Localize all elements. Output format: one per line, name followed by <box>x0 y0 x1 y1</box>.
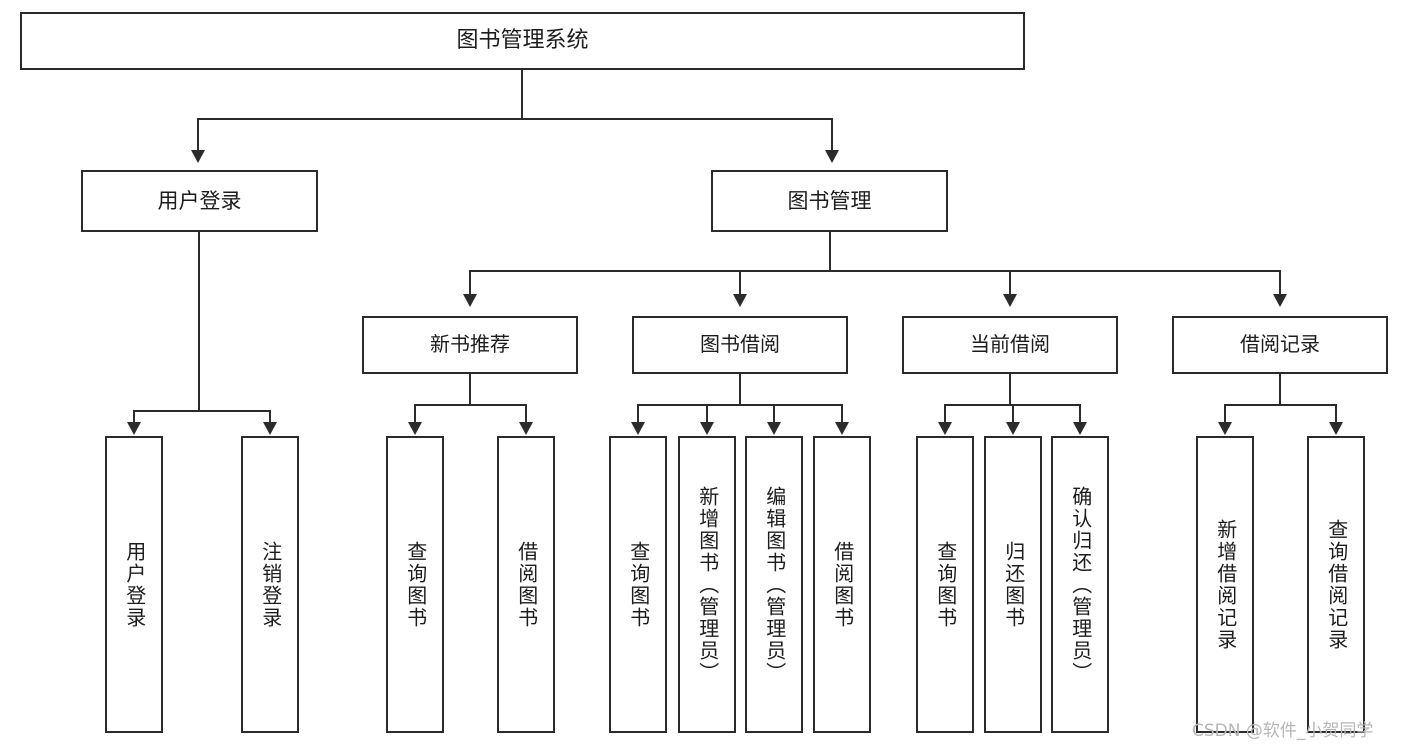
edge-book-management-stem <box>829 232 831 272</box>
node-new-book-recommend[interactable]: 新书推荐 <box>362 316 578 374</box>
leaf-current-borrow-confirm-return-admin[interactable]: 确认归还（管理员） <box>1051 436 1109 733</box>
edge-root-to-book-management <box>831 118 833 151</box>
leaf-current-borrow-return-book[interactable]: 归还图书 <box>984 436 1042 733</box>
node-label: 查询图书 <box>933 540 958 629</box>
arrow-to-book-management-icon <box>825 150 839 163</box>
edge-new-book-recommend-bus <box>414 404 527 406</box>
edge-user-login-drop-2 <box>269 410 271 424</box>
edge-root-bus <box>197 118 833 120</box>
leaf-user-login-logout[interactable]: 注销登录 <box>241 436 299 733</box>
arrow-br-leaf2-icon <box>1329 422 1343 435</box>
node-label: 查询借阅记录 <box>1324 518 1349 651</box>
arrow-user-login-leaf1-icon <box>127 422 141 435</box>
node-label: 注销登录 <box>258 540 283 629</box>
edge-root-stem <box>521 70 523 118</box>
leaf-book-borrow-query-book[interactable]: 查询图书 <box>609 436 667 733</box>
edge-borrow-record-bus <box>1224 404 1337 406</box>
node-book-borrow[interactable]: 图书借阅 <box>632 316 848 374</box>
edge-bb-drop-1 <box>637 404 639 424</box>
node-label: 查询图书 <box>626 540 651 629</box>
arrow-to-book-borrow-icon <box>733 294 747 307</box>
arrow-cb-leaf2-icon <box>1006 422 1020 435</box>
node-current-borrow[interactable]: 当前借阅 <box>902 316 1118 374</box>
arrow-bb-leaf1-icon <box>631 422 645 435</box>
leaf-book-borrow-borrow-book[interactable]: 借阅图书 <box>813 436 871 733</box>
arrow-bb-leaf3-icon <box>767 422 781 435</box>
edge-book-management-bus <box>469 270 1281 272</box>
edge-cb-drop-3 <box>1079 404 1081 424</box>
arrow-to-user-login-icon <box>191 150 205 163</box>
arrow-nbr-leaf1-icon <box>408 422 422 435</box>
node-label: 新增借阅记录 <box>1213 518 1238 651</box>
node-label: 用户登录 <box>122 540 147 629</box>
edge-book-borrow-stem <box>739 374 741 406</box>
arrow-bb-leaf2-icon <box>700 422 714 435</box>
node-root-book-management-system[interactable]: 图书管理系统 <box>20 12 1025 70</box>
edge-bb-drop-4 <box>841 404 843 424</box>
node-label: 用户登录 <box>157 188 242 213</box>
node-label: 新增图书（管理员） <box>695 485 720 684</box>
edge-user-login-stem <box>198 232 200 412</box>
node-label: 图书借阅 <box>700 332 780 357</box>
edge-to-current-borrow <box>1009 270 1011 296</box>
edge-root-to-user-login <box>197 118 199 151</box>
node-user-login[interactable]: 用户登录 <box>81 170 318 232</box>
leaf-borrow-record-query-record[interactable]: 查询借阅记录 <box>1307 436 1365 733</box>
leaf-borrow-record-add-record[interactable]: 新增借阅记录 <box>1196 436 1254 733</box>
leaf-new-book-recommend-borrow-book[interactable]: 借阅图书 <box>497 436 555 733</box>
edge-new-book-recommend-stem <box>469 374 471 406</box>
edge-user-login-drop-1 <box>133 410 135 424</box>
leaf-user-login-login[interactable]: 用户登录 <box>105 436 163 733</box>
edge-cb-drop-1 <box>944 404 946 424</box>
node-label: 借阅记录 <box>1240 332 1320 357</box>
edge-nbr-drop-1 <box>414 404 416 424</box>
edge-book-borrow-bus <box>637 404 842 406</box>
arrow-cb-leaf3-icon <box>1073 422 1087 435</box>
edge-br-drop-2 <box>1335 404 1337 424</box>
node-label: 确认归还（管理员） <box>1068 485 1093 684</box>
edge-borrow-record-stem <box>1279 374 1281 406</box>
node-label: 编辑图书（管理员） <box>762 485 787 684</box>
arrow-cb-leaf1-icon <box>938 422 952 435</box>
arrow-br-leaf1-icon <box>1218 422 1232 435</box>
edge-br-drop-1 <box>1224 404 1226 424</box>
leaf-book-borrow-add-book-admin[interactable]: 新增图书（管理员） <box>678 436 736 733</box>
node-book-management[interactable]: 图书管理 <box>711 170 948 232</box>
leaf-current-borrow-query-book[interactable]: 查询图书 <box>916 436 974 733</box>
node-label: 借阅图书 <box>830 540 855 629</box>
edge-to-book-borrow <box>739 270 741 296</box>
node-borrow-record[interactable]: 借阅记录 <box>1172 316 1388 374</box>
edge-bb-drop-3 <box>773 404 775 424</box>
node-label: 借阅图书 <box>514 540 539 629</box>
edge-to-borrow-record <box>1279 270 1281 296</box>
edge-current-borrow-stem <box>1009 374 1011 406</box>
node-label: 当前借阅 <box>970 332 1050 357</box>
leaf-new-book-recommend-query-book[interactable]: 查询图书 <box>386 436 444 733</box>
node-label: 图书管理系统 <box>456 28 589 54</box>
leaf-book-borrow-edit-book-admin[interactable]: 编辑图书（管理员） <box>745 436 803 733</box>
edge-nbr-drop-2 <box>525 404 527 424</box>
arrow-user-login-leaf2-icon <box>263 422 277 435</box>
arrow-to-new-book-recommend-icon <box>463 294 477 307</box>
arrow-bb-leaf4-icon <box>835 422 849 435</box>
node-label: 图书管理 <box>787 188 872 213</box>
arrow-to-borrow-record-icon <box>1273 294 1287 307</box>
node-label: 归还图书 <box>1001 540 1026 629</box>
csdn-watermark: CSDN @软件_小贺同学 <box>1192 721 1374 741</box>
edge-to-new-book-recommend <box>469 270 471 296</box>
arrow-nbr-leaf2-icon <box>519 422 533 435</box>
edge-cb-drop-2 <box>1012 404 1014 424</box>
node-label: 新书推荐 <box>430 332 510 357</box>
edge-user-login-bus <box>133 410 270 412</box>
node-label: 查询图书 <box>403 540 428 629</box>
arrow-to-current-borrow-icon <box>1003 294 1017 307</box>
edge-bb-drop-2 <box>706 404 708 424</box>
